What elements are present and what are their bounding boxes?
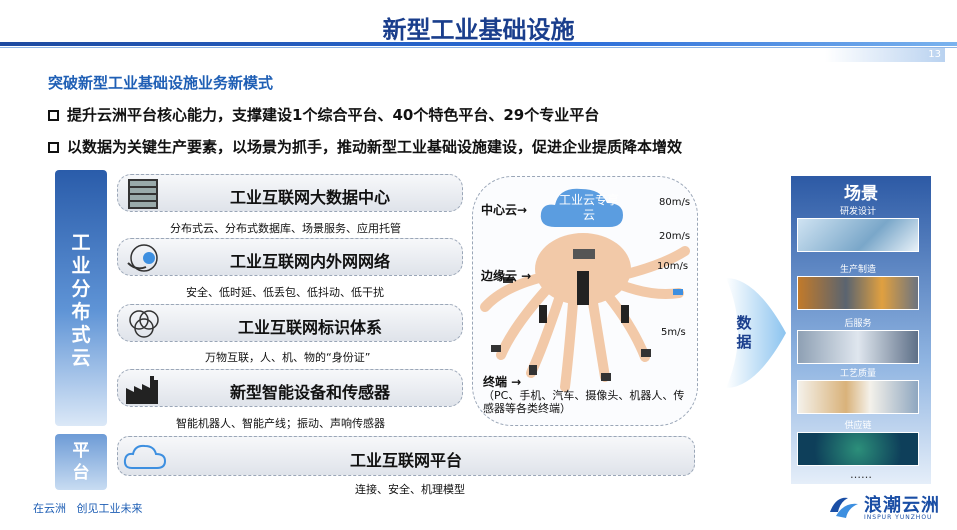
checkbox-bullet-icon [48,142,59,153]
section-subtitle: 突破新型工业基础设施业务新模式 [48,74,274,92]
vertical-char: 台 [72,463,90,483]
scene-item: 供应链 [797,420,919,466]
row-identification: 工业互联网标识体系 [117,304,463,342]
row-smart-devices: 新型智能设备和传感器 [117,369,463,407]
scene-item: 工艺质量 [797,368,919,414]
row-platform: 工业互联网平台 [117,436,695,476]
vertical-char: 数 [736,314,752,332]
title-rule [0,42,957,46]
platform-band-label: 平台 [55,440,107,484]
distributed-cloud-band: 工业分布式云 [55,170,107,426]
cloud-shape [540,188,623,227]
scene-caption: 工艺质量 [839,369,876,379]
speed-label: 5m/s [661,327,686,338]
terminal-label: 终端 → [483,375,522,389]
row-desc: 分布式云、分布式数据库、场景服务、应用托管 [170,222,401,235]
edge-server-icon [539,305,547,323]
scene-item: 研发设计 [797,206,919,252]
platform-band: 平台 [55,434,107,490]
footer-slogan: 在云洲 创见工业未来 [33,502,143,515]
vertical-char: 分 [71,278,91,300]
checkbox-bullet-icon [48,110,59,121]
scene-caption: 研发设计 [839,207,876,217]
scene-image [797,380,919,414]
page-number: 13 [825,48,945,62]
venn-circles-icon [129,310,159,338]
title-rule-thin [0,47,957,48]
scene-item: 生产制造 [797,264,919,310]
octopus-network-illustration [480,188,690,392]
server-rack-icon [128,179,158,209]
scene-caption: 后服务 [844,319,872,329]
row-desc: 智能机器人、智能产线；振动、声响传感器 [176,417,385,430]
factory-icon [126,376,158,404]
speed-label: 80m/s [659,197,691,208]
scenes-more: …… [850,468,872,481]
scene-image [797,218,919,252]
bullet-1-text: 提升云洲平台核心能力，支撑建设1个综合平台、40个特色平台、29个专业平台 [67,106,600,124]
row-network: 工业互联网内外网网络 [117,238,463,276]
terminal-device-icon [601,373,611,381]
bullet-2-text: 以数据为关键生产要素，以场景为抓手，推动新型工业基础设施建设，促进企业提质降本增… [67,138,683,156]
edge-cloud-label: 边缘云 → [481,269,532,283]
logo-subtitle: INSPUR YUNZHOU [864,514,933,521]
company-logo: 浪潮云洲 INSPUR YUNZHOU [828,490,946,526]
terminal-desc: （PC、手机、汽车、摄像头、机器人、传感器等各类终端） [483,389,685,415]
bullet-1: 提升云洲平台核心能力，支撑建设1个综合平台、40个特色平台、29个专业平台 [48,104,599,125]
scene-image [797,276,919,310]
platform-desc: 连接、安全、机理模型 [355,483,465,496]
vertical-char: 平 [72,441,90,461]
data-arrow-label: 数据 [734,314,754,352]
edge-device-icon [503,277,513,283]
terminal-device-icon [641,349,651,357]
cloud-edge-diagram: 工业云专享云 中心云→ 边缘云 → 终端 → 80m/s 20m/s 10m/s… [472,176,698,426]
row-desc: 安全、低时延、低丢包、低抖动、低干扰 [186,286,384,299]
platform-title: 工业互联网平台 [349,451,462,470]
distributed-cloud-label: 工业分布式云 [55,232,107,370]
row-title: 工业互联网大数据中心 [229,188,390,207]
scene-item: 后服务 [797,318,919,364]
page-title: 新型工业基础设施 [382,16,575,44]
row-desc: 万物互联，人、机、物的“身份证” [205,351,371,364]
row-title: 新型智能设备和传感器 [229,383,390,402]
scene-caption: 供应链 [844,421,872,431]
scene-image [797,330,919,364]
speed-label: 20m/s [659,231,691,242]
terminal-device-icon [673,289,683,295]
terminal-device-icon [529,365,537,375]
center-cloud-label: 中心云→ [481,203,528,217]
vertical-char: 业 [71,255,91,277]
bullet-2: 以数据为关键生产要素，以场景为抓手，推动新型工业基础设施建设，促进企业提质降本增… [48,136,682,157]
scene-image [797,432,919,466]
row-title: 工业互联网内外网网络 [229,252,390,271]
logo-name: 浪潮云洲 [864,495,940,516]
edge-server-icon [621,305,629,323]
speed-label: 10m/s [657,261,689,272]
scenes-title: 场景 [844,184,878,204]
scene-caption: 生产制造 [839,265,876,275]
vertical-char: 据 [736,333,752,351]
cloud-icon [123,444,167,469]
vertical-char: 工 [71,232,91,254]
scenes-panel: 场景 研发设计 生产制造 后服务 工艺质量 供应链 …… [791,176,931,484]
vertical-char: 布 [71,301,91,323]
data-flow-arrow-icon [726,278,786,388]
vertical-char: 式 [71,324,91,346]
switch-device-icon [573,249,595,259]
vertical-char: 云 [71,347,91,369]
server-tower-icon [577,271,589,305]
row-title: 工业互联网标识体系 [237,318,382,337]
octopus-head [535,233,631,305]
terminal-device-icon [491,345,501,352]
logo-mark-icon [830,497,858,518]
cloud-label: 工业云专享云 [558,193,619,222]
row-big-data-center: 工业互联网大数据中心 [117,174,463,212]
network-hand-icon [127,244,158,272]
